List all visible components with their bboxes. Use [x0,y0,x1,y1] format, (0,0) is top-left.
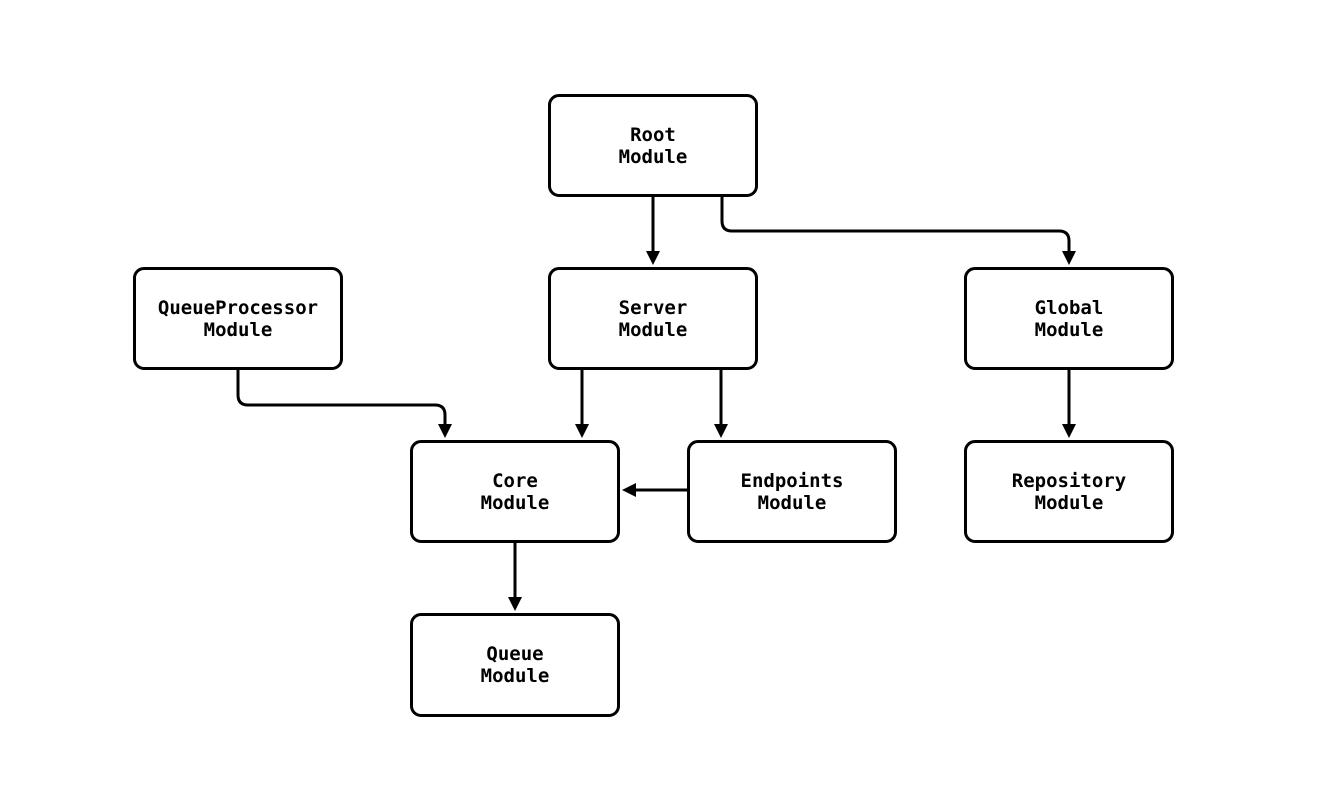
node-label-line2: Module [618,318,688,341]
node-core-module[interactable]: Core Module [410,440,620,543]
edge-server-to-endpoints [714,370,728,438]
node-label-line1: Queue [486,643,544,665]
node-queue-module[interactable]: Queue Module [410,613,620,717]
node-queueprocessor-module[interactable]: QueueProcessor Module [133,267,343,370]
node-label-line1: Repository [1011,469,1127,492]
edge-server-to-core [575,370,589,438]
node-label-line1: Core [492,469,538,492]
node-repository-module[interactable]: Repository Module [964,440,1174,543]
node-label-line1: Global [1034,296,1104,319]
node-label-line2: Module [203,318,273,341]
edge-root-to-server [646,197,660,265]
node-root-module[interactable]: Root Module [548,94,758,197]
edge-core-to-queue [508,543,522,611]
node-label-line1: QueueProcessor [157,296,319,319]
node-label-line1: Endpoints [740,469,844,492]
node-server-module[interactable]: Server Module [548,267,758,370]
node-label-line2: Module [480,665,550,687]
node-global-module[interactable]: Global Module [964,267,1174,370]
node-label-line2: Module [1034,491,1104,514]
node-endpoints-module[interactable]: Endpoints Module [687,440,897,543]
edge-queueprocessor-to-core [236,370,452,438]
edge-root-to-global [720,197,1076,265]
node-label-line1: Server [618,296,688,319]
node-label-line2: Module [757,491,827,514]
edge-endpoints-to-core [622,483,687,497]
node-label-line1: Root [630,123,676,146]
node-label-line2: Module [480,491,550,514]
node-label-line2: Module [1034,318,1104,341]
edge-global-to-repository [1062,370,1076,438]
node-label-line2: Module [618,145,688,168]
